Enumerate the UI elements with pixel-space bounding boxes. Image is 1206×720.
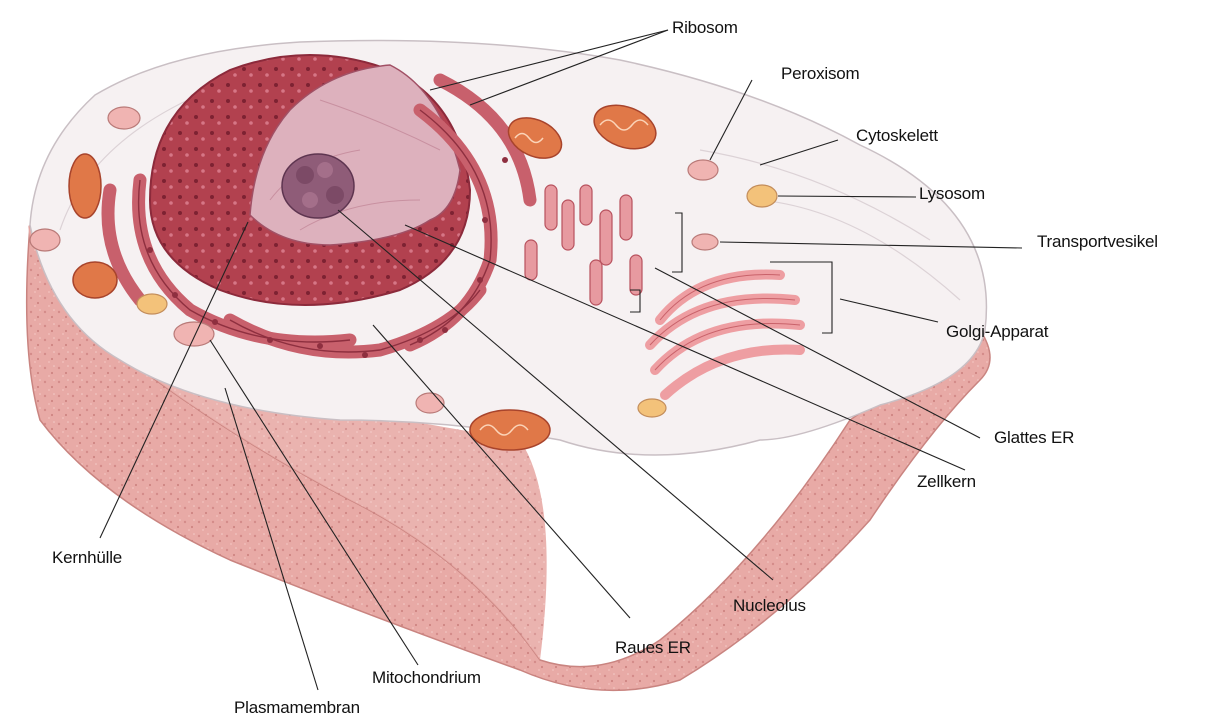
label-raues-er: Raues ER xyxy=(615,638,691,658)
label-peroxisom: Peroxisom xyxy=(781,64,860,84)
label-kernhuelle: Kernhülle xyxy=(52,548,122,568)
label-zellkern: Zellkern xyxy=(917,472,976,492)
label-golgi-apparat: Golgi-Apparat xyxy=(946,322,1048,342)
label-cytoskelett: Cytoskelett xyxy=(856,126,938,146)
label-plasmamembran: Plasmamembran xyxy=(234,698,360,718)
label-ribosom: Ribosom xyxy=(672,18,738,38)
label-lysosom: Lysosom xyxy=(919,184,985,204)
label-nucleolus: Nucleolus xyxy=(733,596,806,616)
label-mitochondrium: Mitochondrium xyxy=(372,668,481,688)
label-transportvesikel: Transportvesikel xyxy=(1037,232,1158,252)
nucleolus xyxy=(282,154,354,218)
label-glattes-er: Glattes ER xyxy=(994,428,1074,448)
